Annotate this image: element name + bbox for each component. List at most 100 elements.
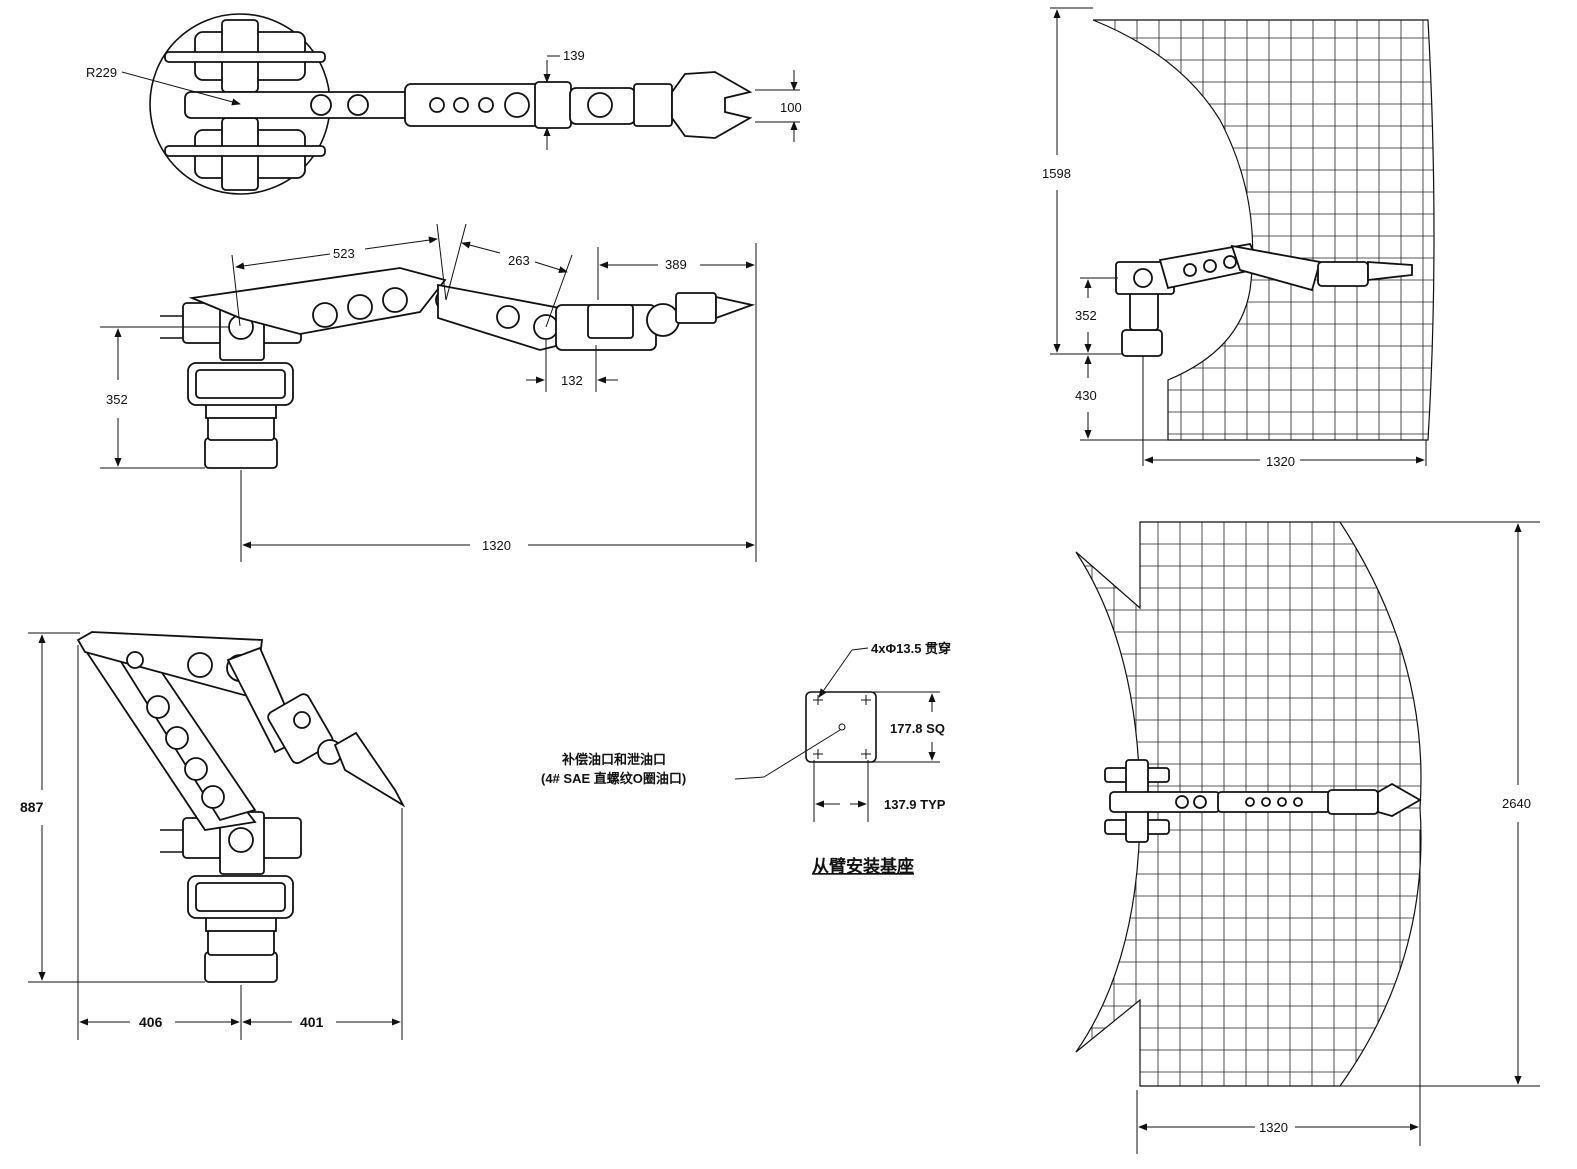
env-a-hole: [1203, 259, 1217, 273]
env-a-hole: [1183, 263, 1197, 277]
boom-hole: [310, 94, 332, 116]
holes-leader: [818, 649, 853, 698]
env-a-shoulder-joint: [1133, 268, 1153, 288]
forearm-hole: [478, 97, 494, 113]
folded-gripper: [333, 731, 406, 808]
side-view: 523 263 389 352 132 1320: [100, 223, 757, 562]
mount-title: 从臂安装基座: [812, 856, 914, 876]
radius-label: R229: [86, 65, 117, 80]
forearm-hole: [496, 305, 520, 329]
env-a-base-block: [1129, 289, 1159, 331]
dim-406: 406: [139, 1014, 163, 1030]
side-wrist-motor: [587, 304, 634, 339]
side-base-pedestal: [204, 437, 278, 469]
link-hole: [126, 651, 144, 669]
dim-100: 100: [780, 100, 802, 115]
mount-plate: [805, 691, 877, 763]
boom-hole: [184, 757, 208, 781]
mount-bolt-hole: [813, 695, 823, 705]
square-label: 177.8 SQ: [890, 721, 945, 736]
dim-1320c: 1320: [1259, 1120, 1288, 1135]
top-wrist-block: [534, 81, 572, 129]
top-envelope: 2640 1320: [1075, 521, 1540, 1154]
side-envelope-grid: [1093, 20, 1434, 440]
dim-1598: 1598: [1042, 166, 1071, 181]
side-envelope: 1598 352 430 1320: [1042, 7, 1435, 469]
mount-bolt-hole: [861, 695, 871, 705]
dim-1320b: 1320: [1266, 454, 1295, 469]
dim-263-arrow: [534, 261, 568, 274]
folded-base-pedestal: [204, 951, 278, 983]
mount-bolt-hole: [861, 749, 871, 759]
boom-hole: [347, 294, 373, 320]
env-b-hole: [1193, 795, 1207, 809]
dim-887: 887: [20, 799, 44, 815]
env-b-hole: [1245, 797, 1255, 807]
env-a-base: [1121, 329, 1163, 357]
side-boom: [188, 267, 447, 335]
boom-hole: [312, 302, 338, 328]
dim-523-ext: [436, 223, 447, 301]
top-boom: [184, 91, 411, 119]
top-wrist-housing: [633, 83, 673, 127]
env-a-wrist: [1317, 261, 1369, 287]
forearm-hole: [504, 92, 530, 118]
port-label-line1: 补偿油口和泄油口: [561, 752, 666, 767]
dim-352: 352: [106, 392, 128, 407]
env-b-wrist: [1327, 789, 1379, 815]
typ-label: 137.9 TYP: [884, 797, 946, 812]
dim-132: 132: [561, 373, 583, 388]
boom-hole: [347, 94, 369, 116]
forearm-hole: [453, 97, 469, 113]
mount-bolt-hole: [813, 749, 823, 759]
dim-263-arrow: [461, 241, 501, 254]
boom-hole: [201, 785, 225, 809]
boom-hole: [382, 287, 408, 313]
top-view: R229 139 100: [86, 13, 802, 195]
mount-oil-port: [838, 723, 846, 731]
forearm-hole: [429, 97, 445, 113]
wrist-joint: [587, 92, 613, 118]
top-gripper: [671, 71, 753, 139]
env-b-hole: [1175, 795, 1189, 809]
env-a-forearm: [1230, 244, 1322, 292]
wrist-rotator: [646, 303, 680, 337]
port-leader: [763, 729, 841, 778]
env-b-hole: [1261, 797, 1271, 807]
upper-pin-rod: [164, 51, 326, 63]
dim-523: 523: [333, 246, 355, 261]
link-hole: [187, 652, 213, 678]
radius-leader: [121, 71, 241, 106]
dim-352b: 352: [1075, 308, 1097, 323]
mount-base: 4xΦ13.5 贯穿 177.8 SQ 137.9 TYP 补偿油口和泄油口 (…: [541, 641, 951, 876]
dim-523-arrow: [364, 236, 438, 250]
env-a-hole: [1223, 255, 1237, 269]
holes-label: 4xΦ13.5 贯穿: [871, 641, 951, 656]
dim-430: 430: [1075, 388, 1097, 403]
dim-523-ext: [231, 254, 241, 327]
env-b-hole: [1277, 797, 1287, 807]
env-b-hole: [1293, 797, 1303, 807]
top-envelope-outline: [1075, 521, 1422, 1087]
lower-pin-rod: [164, 145, 326, 157]
dim-389: 389: [665, 257, 687, 272]
dim-401: 401: [300, 1014, 324, 1030]
side-envelope-outline: [1092, 19, 1435, 441]
side-gripper-jaw: [715, 295, 756, 320]
boom-hole: [165, 726, 189, 750]
dim-523-arrow: [235, 253, 331, 270]
holes-leader: [851, 647, 869, 651]
env-b-forearm: [1217, 791, 1331, 813]
shoulder-joint: [228, 827, 254, 853]
dim-2640: 2640: [1502, 796, 1531, 811]
dim-1320: 1320: [482, 538, 511, 553]
dim-139: 139: [563, 48, 585, 63]
env-a-gripper: [1367, 261, 1413, 282]
boom-hole: [146, 695, 170, 719]
port-label-line2: (4# SAE 直螺纹O圈油口): [541, 771, 686, 786]
port-leader: [734, 776, 765, 780]
folded-base-box-inner: [195, 882, 286, 912]
wrist-joint: [293, 711, 311, 729]
folded-view: 887 406 401: [20, 631, 406, 1040]
